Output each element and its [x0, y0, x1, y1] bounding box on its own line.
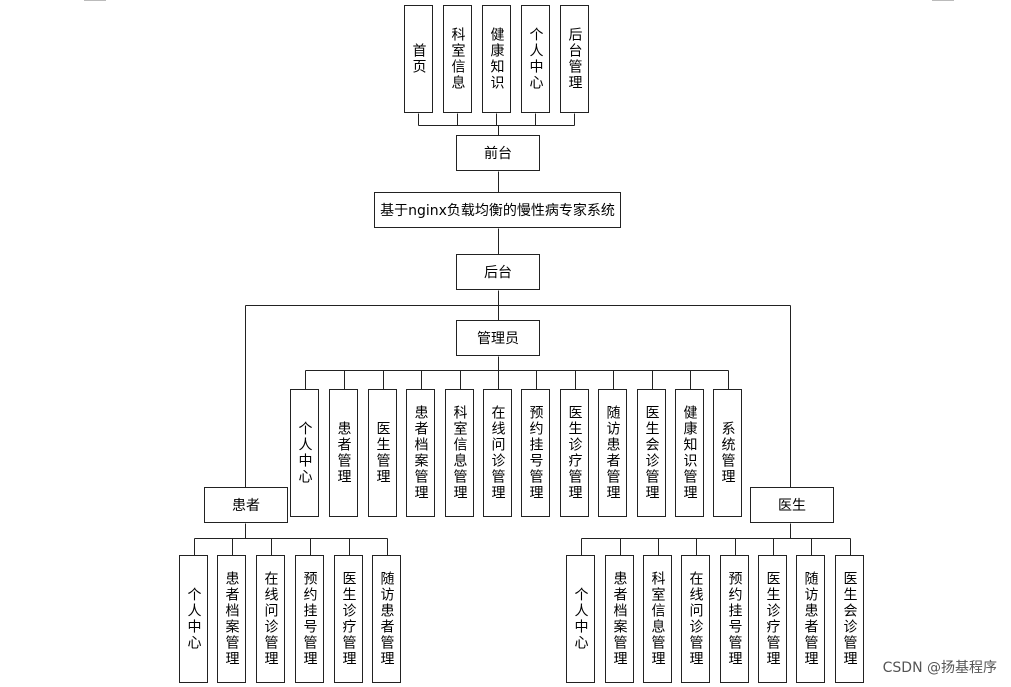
admin-item-label: 健康知识管理 — [681, 405, 698, 501]
patient-item-label: 在线问诊管理 — [262, 571, 279, 667]
frontend-item-2: 健康知识 — [482, 5, 511, 113]
csdn-watermark: CSDN @扬基程序 — [882, 660, 997, 676]
doctor-label: 医生 — [778, 498, 806, 514]
admin-item-7: 医生诊疗管理 — [560, 389, 589, 517]
doctor-item-label: 医生会诊管理 — [841, 571, 858, 667]
doctor-item-2: 科室信息管理 — [643, 555, 672, 683]
doctor-item-label: 在线问诊管理 — [687, 571, 704, 667]
doctor-item-label: 医生诊疗管理 — [764, 571, 781, 667]
frontend-item-label: 后台管理 — [566, 27, 583, 91]
doctor-item-4: 预约挂号管理 — [720, 555, 749, 683]
doctor-item-3: 在线问诊管理 — [681, 555, 710, 683]
frontend-item-label: 健康知识 — [488, 27, 505, 91]
admin-item-label: 医生会诊管理 — [643, 405, 660, 501]
doctor-item-label: 随访患者管理 — [802, 571, 819, 667]
backend-node: 后台 — [456, 254, 540, 290]
patient-item-1: 患者档案管理 — [217, 555, 246, 683]
admin-node: 管理员 — [456, 320, 540, 356]
admin-item-label: 随访患者管理 — [604, 405, 621, 501]
admin-item-label: 患者管理 — [335, 421, 352, 485]
admin-item-10: 健康知识管理 — [675, 389, 704, 517]
frontend-label: 前台 — [484, 146, 512, 162]
patient-node: 患者 — [204, 487, 288, 523]
admin-item-0: 个人中心 — [290, 389, 319, 517]
frontend-item-0: 首页 — [404, 5, 433, 113]
frontend-node: 前台 — [456, 135, 540, 171]
frontend-item-4: 后台管理 — [560, 5, 589, 113]
frontend-item-1: 科室信息 — [443, 5, 472, 113]
admin-item-label: 科室信息管理 — [451, 405, 468, 501]
admin-item-label: 医生诊疗管理 — [566, 405, 583, 501]
patient-item-label: 个人中心 — [185, 587, 202, 651]
patient-item-2: 在线问诊管理 — [256, 555, 285, 683]
frontend-item-label: 个人中心 — [527, 27, 544, 91]
patient-item-3: 预约挂号管理 — [295, 555, 324, 683]
doctor-item-label: 科室信息管理 — [649, 571, 666, 667]
admin-item-label: 预约挂号管理 — [527, 405, 544, 501]
backend-label: 后台 — [484, 265, 512, 281]
patient-item-label: 患者档案管理 — [223, 571, 240, 667]
frontend-item-label: 首页 — [410, 43, 427, 75]
page-corner-mark-right — [932, 0, 954, 3]
admin-item-4: 科室信息管理 — [445, 389, 474, 517]
patient-item-label: 随访患者管理 — [378, 571, 395, 667]
admin-item-8: 随访患者管理 — [598, 389, 627, 517]
admin-item-5: 在线问诊管理 — [483, 389, 512, 517]
patient-item-4: 医生诊疗管理 — [334, 555, 363, 683]
page-corner-mark-left — [84, 0, 106, 3]
admin-item-11: 系统管理 — [713, 389, 742, 517]
admin-item-label: 在线问诊管理 — [489, 405, 506, 501]
doctor-item-0: 个人中心 — [566, 555, 595, 683]
root-label: 基于nginx负载均衡的慢性病专家系统 — [380, 203, 615, 219]
admin-item-9: 医生会诊管理 — [637, 389, 666, 517]
admin-item-label: 个人中心 — [296, 421, 313, 485]
admin-item-6: 预约挂号管理 — [521, 389, 550, 517]
doctor-node: 医生 — [750, 487, 834, 523]
root-node: 基于nginx负载均衡的慢性病专家系统 — [374, 192, 621, 228]
admin-item-label: 患者档案管理 — [412, 405, 429, 501]
admin-item-2: 医生管理 — [368, 389, 397, 517]
patient-item-label: 医生诊疗管理 — [340, 571, 357, 667]
admin-item-label: 医生管理 — [374, 421, 391, 485]
doctor-item-1: 患者档案管理 — [605, 555, 634, 683]
doctor-item-label: 预约挂号管理 — [726, 571, 743, 667]
patient-item-5: 随访患者管理 — [372, 555, 401, 683]
admin-item-1: 患者管理 — [329, 389, 358, 517]
patient-item-0: 个人中心 — [179, 555, 208, 683]
admin-item-3: 患者档案管理 — [406, 389, 435, 517]
doctor-item-label: 患者档案管理 — [611, 571, 628, 667]
doctor-item-7: 医生会诊管理 — [835, 555, 864, 683]
admin-item-label: 系统管理 — [719, 421, 736, 485]
doctor-item-label: 个人中心 — [572, 587, 589, 651]
patient-item-label: 预约挂号管理 — [301, 571, 318, 667]
doctor-item-5: 医生诊疗管理 — [758, 555, 787, 683]
frontend-item-3: 个人中心 — [521, 5, 550, 113]
patient-label: 患者 — [232, 498, 260, 514]
frontend-item-label: 科室信息 — [449, 27, 466, 91]
doctor-item-6: 随访患者管理 — [796, 555, 825, 683]
admin-label: 管理员 — [477, 331, 519, 347]
